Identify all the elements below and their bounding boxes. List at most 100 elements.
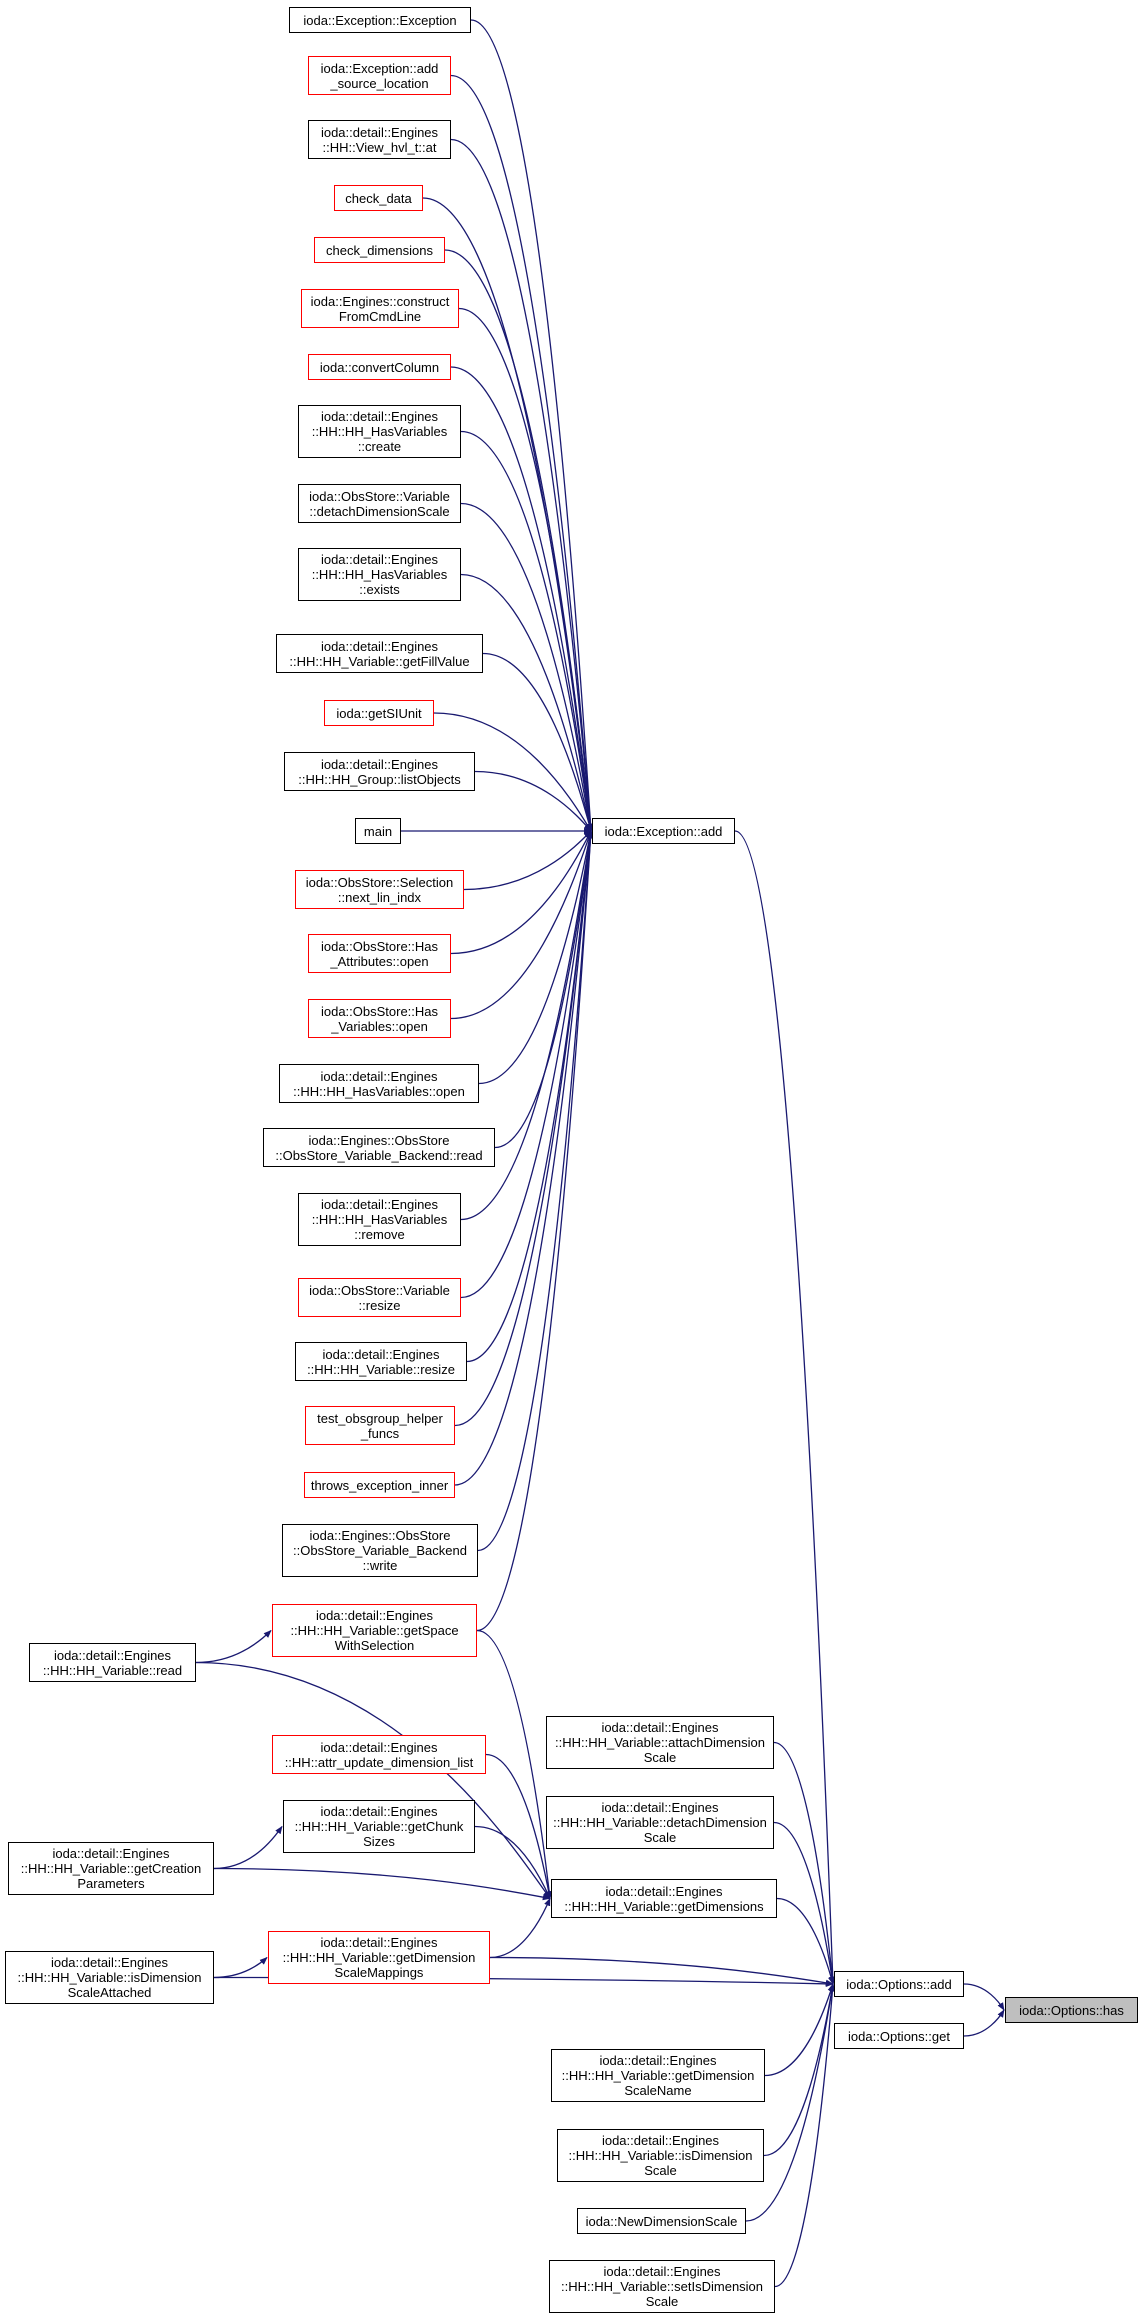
node-attr-update-dim[interactable]: ioda::detail::Engines ::HH::attr_update_… bbox=[272, 1735, 486, 1774]
edge-var-resize-to-exception-add bbox=[460, 830, 594, 1299]
edge-options-add-to-options-has bbox=[963, 1983, 1005, 2011]
edge-throws-inner-to-exception-add bbox=[454, 830, 594, 1486]
node-main[interactable]: main bbox=[355, 818, 401, 844]
node-add-source-loc[interactable]: ioda::Exception::add _source_location bbox=[308, 56, 451, 95]
node-label: ioda::detail::Engines ::HH::HH_HasVariab… bbox=[311, 552, 448, 597]
edge-is-dim-scale-to-options-add bbox=[763, 1983, 835, 2157]
node-options-has: ioda::Options::has bbox=[1005, 1997, 1138, 2023]
node-label: ioda::Exception::Exception bbox=[303, 12, 457, 28]
node-has-vars-open[interactable]: ioda::ObsStore::Has _Variables::open bbox=[308, 999, 451, 1038]
node-label: ioda::detail::Engines ::HH::HH_Variable:… bbox=[561, 2053, 755, 2098]
node-get-space-sel[interactable]: ioda::detail::Engines ::HH::HH_Variable:… bbox=[272, 1604, 477, 1657]
node-label: main bbox=[363, 823, 393, 839]
edge-construct-cmd-to-exception-add bbox=[458, 307, 594, 832]
edge-list-objects-to-exception-add bbox=[474, 770, 592, 832]
node-var-resize[interactable]: ioda::ObsStore::Variable ::resize bbox=[298, 1278, 461, 1317]
node-view-hvl-at[interactable]: ioda::detail::Engines ::HH::View_hvl_t::… bbox=[308, 120, 451, 159]
edge-get-dimensions-to-options-add bbox=[776, 1897, 835, 1985]
edge-hasvars-exists-to-exception-add bbox=[460, 573, 593, 832]
node-label: ioda::detail::Engines ::HH::HH_Variable:… bbox=[20, 1846, 202, 1891]
node-label: ioda::Exception::add bbox=[604, 823, 723, 839]
node-next-lin-indx[interactable]: ioda::ObsStore::Selection ::next_lin_ind… bbox=[295, 870, 464, 909]
edge-get-creation-to-get-dimensions bbox=[213, 1867, 551, 1901]
edge-get-space-sel-to-exception-add bbox=[476, 830, 594, 1632]
node-test-obsgroup[interactable]: test_obsgroup_helper _funcs bbox=[305, 1406, 455, 1445]
node-label: ioda::Engines::construct FromCmdLine bbox=[310, 293, 450, 324]
edge-is-dim-scale-att-to-get-dim-scale-map bbox=[213, 1956, 268, 1979]
edge-detach-dim-to-options-add bbox=[773, 1821, 836, 1985]
node-label: ioda::detail::Engines ::HH::HH_HasVariab… bbox=[293, 1068, 465, 1099]
edge-new-dim-scale-to-options-add bbox=[745, 1983, 836, 2222]
edge-get-space-sel-to-get-dimensions bbox=[476, 1629, 553, 1900]
node-attach-dim[interactable]: ioda::detail::Engines ::HH::HH_Variable:… bbox=[546, 1716, 774, 1769]
node-backend-write[interactable]: ioda::Engines::ObsStore ::ObsStore_Varia… bbox=[282, 1524, 478, 1577]
node-throws-inner[interactable]: throws_exception_inner bbox=[304, 1472, 455, 1498]
edge-get-fill-value-to-exception-add bbox=[482, 652, 593, 832]
edge-has-attr-open-to-exception-add bbox=[450, 830, 592, 955]
node-detach-dim[interactable]: ioda::detail::Engines ::HH::HH_Variable:… bbox=[546, 1796, 774, 1849]
edge-backend-write-to-exception-add bbox=[477, 830, 594, 1552]
node-convert-column[interactable]: ioda::convertColumn bbox=[308, 354, 451, 380]
node-label: ioda::ObsStore::Selection ::next_lin_ind… bbox=[305, 874, 454, 905]
node-get-dim-scale-name[interactable]: ioda::detail::Engines ::HH::HH_Variable:… bbox=[551, 2049, 765, 2102]
node-hh-var-read[interactable]: ioda::detail::Engines ::HH::HH_Variable:… bbox=[29, 1643, 196, 1682]
node-label: ioda::detail::Engines ::HH::HH_HasVariab… bbox=[311, 409, 448, 454]
edge-exception-add-to-options-add bbox=[734, 830, 836, 1985]
node-hasvars-exists[interactable]: ioda::detail::Engines ::HH::HH_HasVariab… bbox=[298, 548, 461, 601]
node-label: ioda::Engines::ObsStore ::ObsStore_Varia… bbox=[275, 1132, 483, 1163]
node-label: ioda::Options::get bbox=[848, 2028, 950, 2044]
node-exception-ctor[interactable]: ioda::Exception::Exception bbox=[289, 7, 471, 33]
node-hasvars-remove[interactable]: ioda::detail::Engines ::HH::HH_HasVariab… bbox=[298, 1193, 461, 1246]
node-set-is-dim-scale[interactable]: ioda::detail::Engines ::HH::HH_Variable:… bbox=[549, 2260, 775, 2313]
node-backend-read[interactable]: ioda::Engines::ObsStore ::ObsStore_Varia… bbox=[263, 1128, 495, 1167]
node-label: ioda::getSIUnit bbox=[336, 705, 422, 721]
edge-attach-dim-to-options-add bbox=[773, 1741, 836, 1985]
node-label: ioda::detail::Engines ::HH::HH_Variable:… bbox=[568, 2133, 753, 2178]
edge-view-hvl-at-to-exception-add bbox=[450, 138, 594, 832]
node-has-attr-open[interactable]: ioda::ObsStore::Has _Attributes::open bbox=[308, 934, 451, 973]
edge-layer bbox=[195, 19, 1005, 2288]
node-label: check_dimensions bbox=[326, 242, 433, 258]
node-label: ioda::Engines::ObsStore ::ObsStore_Varia… bbox=[293, 1528, 467, 1573]
node-label: test_obsgroup_helper _funcs bbox=[317, 1410, 443, 1441]
node-get-chunk-sizes[interactable]: ioda::detail::Engines ::HH::HH_Variable:… bbox=[283, 1800, 475, 1853]
node-new-dim-scale[interactable]: ioda::NewDimensionScale bbox=[577, 2208, 746, 2234]
node-label: ioda::detail::Engines ::HH::HH_Variable:… bbox=[307, 1346, 455, 1377]
edge-get-dim-scale-map-to-options-add bbox=[489, 1956, 834, 1986]
node-options-add[interactable]: ioda::Options::add bbox=[834, 1971, 964, 1997]
node-label: ioda::detail::Engines ::HH::HH_Variable:… bbox=[294, 1804, 464, 1849]
edge-get-dim-scale-name-to-options-add bbox=[764, 1983, 834, 2077]
node-list-objects[interactable]: ioda::detail::Engines ::HH::HH_Group::li… bbox=[284, 752, 475, 791]
node-label: ioda::detail::Engines ::HH::HH_Group::li… bbox=[298, 756, 461, 787]
node-hh-hasvars-open[interactable]: ioda::detail::Engines ::HH::HH_HasVariab… bbox=[279, 1064, 479, 1103]
node-exception-add[interactable]: ioda::Exception::add bbox=[592, 818, 735, 844]
node-get-creation[interactable]: ioda::detail::Engines ::HH::HH_Variable:… bbox=[8, 1842, 214, 1895]
edge-hasvars-remove-to-exception-add bbox=[460, 830, 594, 1221]
node-get-si-unit[interactable]: ioda::getSIUnit bbox=[324, 700, 434, 726]
node-options-get[interactable]: ioda::Options::get bbox=[834, 2023, 964, 2049]
edge-get-si-unit-to-exception-add bbox=[433, 712, 592, 832]
node-construct-cmd[interactable]: ioda::Engines::construct FromCmdLine bbox=[301, 289, 459, 328]
node-is-dim-scale-att[interactable]: ioda::detail::Engines ::HH::HH_Variable:… bbox=[5, 1951, 214, 2004]
node-check-dims[interactable]: check_dimensions bbox=[314, 237, 445, 263]
edge-hh-var-read-to-get-space-sel bbox=[195, 1629, 272, 1664]
node-get-dim-scale-map[interactable]: ioda::detail::Engines ::HH::HH_Variable:… bbox=[268, 1931, 490, 1984]
node-label: ioda::Options::has bbox=[1019, 2002, 1124, 2018]
node-label: ioda::ObsStore::Variable ::detachDimensi… bbox=[309, 488, 450, 519]
node-label: ioda::ObsStore::Variable ::resize bbox=[309, 1282, 450, 1313]
node-label: ioda::Options::add bbox=[846, 1976, 952, 1992]
node-is-dim-scale[interactable]: ioda::detail::Engines ::HH::HH_Variable:… bbox=[557, 2129, 764, 2182]
node-check-data[interactable]: check_data bbox=[334, 185, 423, 211]
node-label: ioda::detail::Engines ::HH::HH_Variable:… bbox=[560, 2264, 764, 2309]
node-hasvars-create[interactable]: ioda::detail::Engines ::HH::HH_HasVariab… bbox=[298, 405, 461, 458]
node-detach-dim-scale[interactable]: ioda::ObsStore::Variable ::detachDimensi… bbox=[298, 484, 461, 523]
node-get-fill-value[interactable]: ioda::detail::Engines ::HH::HH_Variable:… bbox=[276, 634, 483, 673]
edge-add-source-loc-to-exception-add bbox=[450, 74, 594, 832]
node-label: ioda::detail::Engines ::HH::HH_Variable:… bbox=[282, 1935, 476, 1980]
node-label: throws_exception_inner bbox=[310, 1477, 449, 1493]
node-label: ioda::detail::Engines ::HH::View_hvl_t::… bbox=[320, 124, 439, 155]
node-get-dimensions[interactable]: ioda::detail::Engines ::HH::HH_Variable:… bbox=[551, 1879, 777, 1918]
node-hh-var-resize[interactable]: ioda::detail::Engines ::HH::HH_Variable:… bbox=[295, 1342, 467, 1381]
edge-options-get-to-options-has bbox=[963, 2009, 1005, 2037]
edge-detach-dim-scale-to-exception-add bbox=[460, 502, 593, 832]
